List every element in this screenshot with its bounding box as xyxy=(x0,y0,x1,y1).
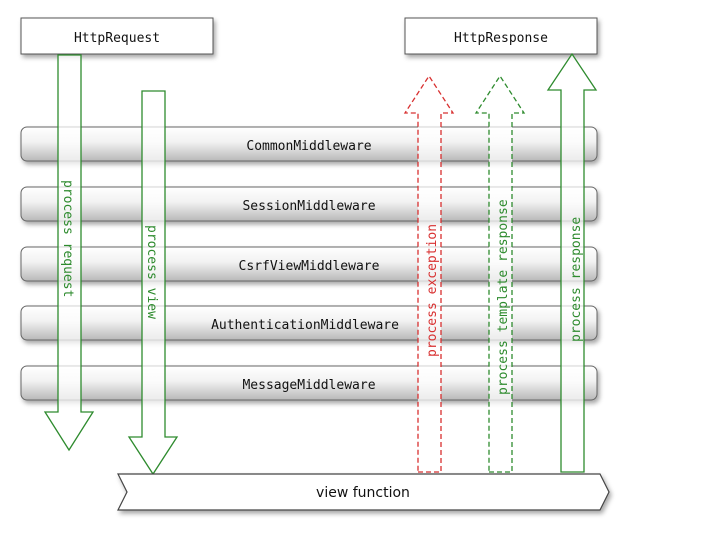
process-request-label: process request xyxy=(60,180,75,297)
middleware-label: CsrfViewMiddleware xyxy=(239,259,380,274)
process-exception-arrow: process exception xyxy=(403,74,455,473)
middleware-label: SessionMiddleware xyxy=(242,199,375,214)
middleware-label: CommonMiddleware xyxy=(246,139,371,154)
middleware-label: MessageMiddleware xyxy=(242,378,375,393)
process-request-arrow: process request xyxy=(43,54,95,452)
process-exception-label: process exception xyxy=(425,224,440,357)
http-request-label: HttpRequest xyxy=(74,31,160,46)
view-function-box: view function xyxy=(117,473,610,511)
process-view-label: process view xyxy=(144,225,159,319)
process-template-response-label: process template response xyxy=(496,199,511,395)
http-response-box: HttpResponse xyxy=(404,17,598,55)
process-response-arrow: process response xyxy=(546,52,598,473)
process-view-arrow: process view xyxy=(127,90,179,476)
http-request-box: HttpRequest xyxy=(20,17,214,55)
process-template-response-arrow: process template response xyxy=(474,74,526,473)
middleware-label: AuthenticationMiddleware xyxy=(211,318,399,333)
process-response-label: process response xyxy=(569,217,584,342)
view-function-label: view function xyxy=(316,485,410,501)
http-response-label: HttpResponse xyxy=(454,31,548,46)
